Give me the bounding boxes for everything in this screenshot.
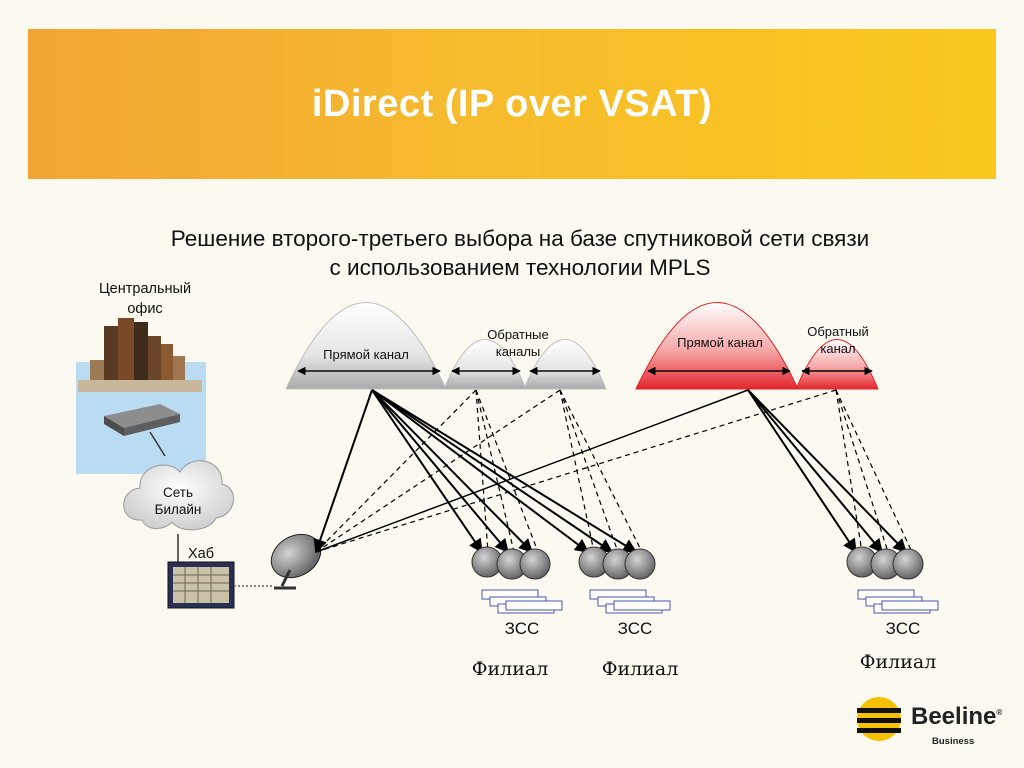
skyscraper-icon — [78, 318, 202, 392]
beeline-cloud-icon — [123, 460, 234, 531]
logo-subtext: Business — [932, 736, 975, 747]
branch-3-label: Филиал — [859, 651, 937, 673]
station-3-label: ЗСС — [885, 619, 921, 638]
left-forward-beam — [285, 302, 447, 390]
right-return-label: Обратный канал — [807, 324, 869, 356]
station-dishes — [471, 546, 924, 580]
branch-1-label: Филиал — [471, 658, 549, 680]
right-forward-beam — [635, 302, 799, 390]
right-return-beam — [795, 339, 879, 390]
forward-links — [313, 389, 907, 554]
modem-stacks — [481, 589, 939, 614]
central-office-graphic — [76, 318, 206, 474]
cloud-label: Сеть Билайн — [154, 485, 202, 517]
beeline-logo-icon — [857, 697, 901, 741]
hub-to-right-beam-link — [315, 389, 749, 553]
slide-title: iDirect (IP over VSAT) — [311, 83, 713, 125]
left-return-beam-2 — [523, 339, 607, 390]
router-icon — [104, 404, 180, 436]
title-banner: iDirect (IP over VSAT) — [28, 29, 996, 179]
subtitle: Решение второго-третьего выбора на базе … — [60, 224, 980, 282]
station-2-label: ЗСС — [617, 619, 653, 638]
logo-reg: ® — [996, 708, 1003, 717]
station-1-label: ЗСС — [504, 619, 540, 638]
hub-label: Хаб — [187, 546, 215, 562]
logo-brand-text: Beeline — [911, 703, 997, 730]
station-group-1 — [471, 546, 551, 580]
right-forward-label: Прямой канал — [677, 335, 763, 350]
subtitle-line-2: с использованием технологии MPLS — [329, 255, 711, 280]
hub-icon — [167, 561, 274, 609]
branch-2-label: Филиал — [601, 658, 679, 680]
subtitle-line-1: Решение второго-третьего выбора на базе … — [170, 226, 870, 251]
central-office-label: Центральный офис — [98, 281, 192, 317]
satellite-beams — [285, 302, 879, 390]
hub-antenna-icon — [270, 533, 322, 590]
left-forward-label: Прямой канал — [323, 347, 409, 362]
station-group-3 — [846, 546, 924, 580]
left-return-beam-1 — [443, 339, 527, 390]
return-links — [315, 389, 913, 553]
logo-brand: Beeline® — [911, 703, 1002, 731]
station-group-2 — [578, 546, 656, 580]
left-return-label: Обратные каналы — [487, 327, 549, 359]
